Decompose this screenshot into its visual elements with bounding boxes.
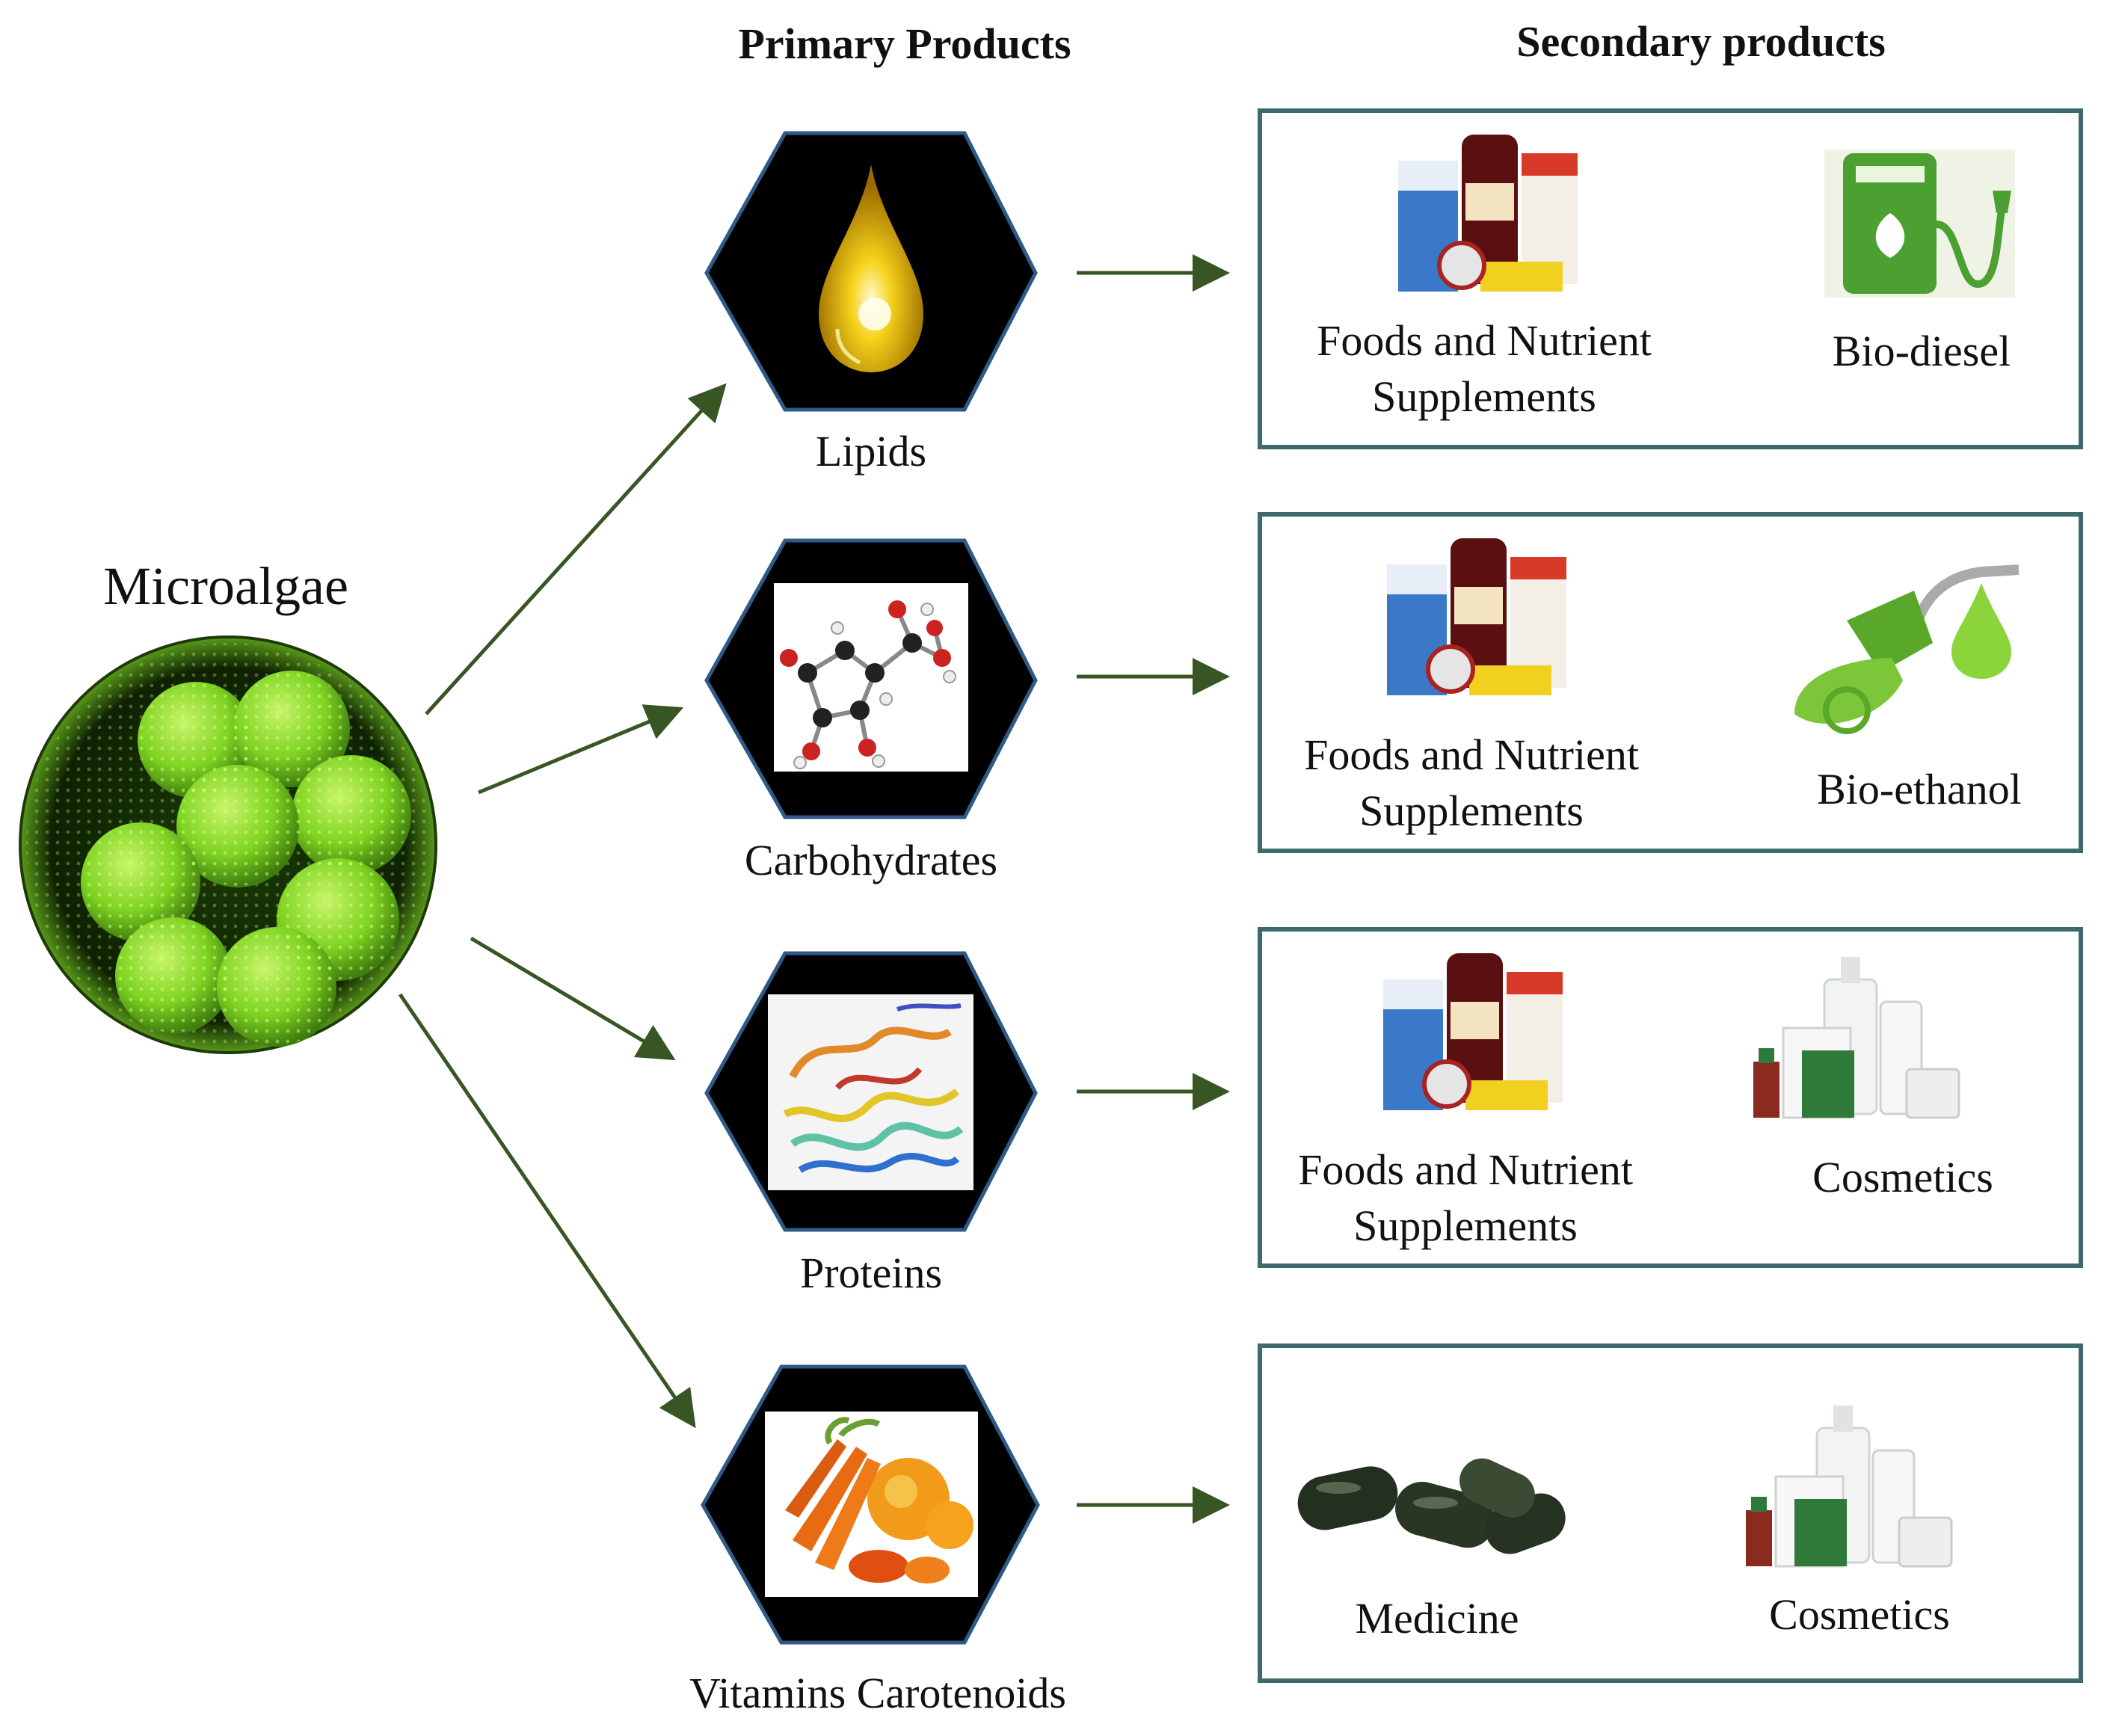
capsules-image xyxy=(1297,1458,1566,1554)
secondary-label-foods-2: Foods and Nutrient Supplements xyxy=(1304,730,1639,836)
secondary-label-medicine: Medicine xyxy=(1355,1594,1519,1643)
arrow-to-proteins xyxy=(470,936,676,1061)
fuel-nozzle-drop-icon xyxy=(1794,564,2020,734)
food-packages-image xyxy=(1398,135,1578,292)
arrow-to-carbohydrates xyxy=(478,704,684,795)
secondary-label-biodiesel: Bio-diesel xyxy=(1832,327,2011,375)
algae-cells xyxy=(81,671,411,1047)
primary-label-proteins: Proteins xyxy=(799,1249,943,1297)
secondary-products-header: Secondary products xyxy=(1516,17,1886,66)
secondary-label-foods-3: Foods and Nutrient Supplements xyxy=(1298,1145,1633,1251)
food-packages-image xyxy=(1383,953,1563,1110)
arrow-to-vitamins xyxy=(398,993,696,1429)
arrow-to-lipids xyxy=(425,383,727,715)
cosmetic-bottles-image xyxy=(1746,1406,1953,1568)
primary-products-header: Primary Products xyxy=(738,19,1071,68)
oil-drop-image xyxy=(819,164,923,372)
secondary-label-bioethanol: Bio-ethanol xyxy=(1817,765,2022,813)
protein-ribbon-image xyxy=(768,994,973,1190)
microalgae-colony-image xyxy=(19,635,437,1054)
primary-label-lipids: Lipids xyxy=(815,427,927,475)
secondary-label-cosmetics-2: Cosmetics xyxy=(1769,1590,1950,1639)
product-arrows xyxy=(1077,254,1230,1524)
secondary-boxes xyxy=(1258,108,2083,1683)
secondary-label-foods-1: Foods and Nutrient Supplements xyxy=(1317,316,1652,422)
microalgae-label: Microalgae xyxy=(103,556,348,616)
molecule-model-image xyxy=(774,583,968,772)
primary-label-vitamins: Vitamins Carotenoids xyxy=(689,1669,1066,1717)
food-packages-image xyxy=(1387,538,1566,695)
fuel-pump-leaf-icon xyxy=(1824,150,2015,298)
secondary-label-cosmetics-1: Cosmetics xyxy=(1812,1153,1993,1201)
carrot-vegetables-image xyxy=(765,1412,978,1597)
primary-label-carbohydrates: Carbohydrates xyxy=(744,836,998,884)
cosmetic-bottles-image xyxy=(1753,957,1960,1119)
source-arrows xyxy=(398,383,727,1429)
